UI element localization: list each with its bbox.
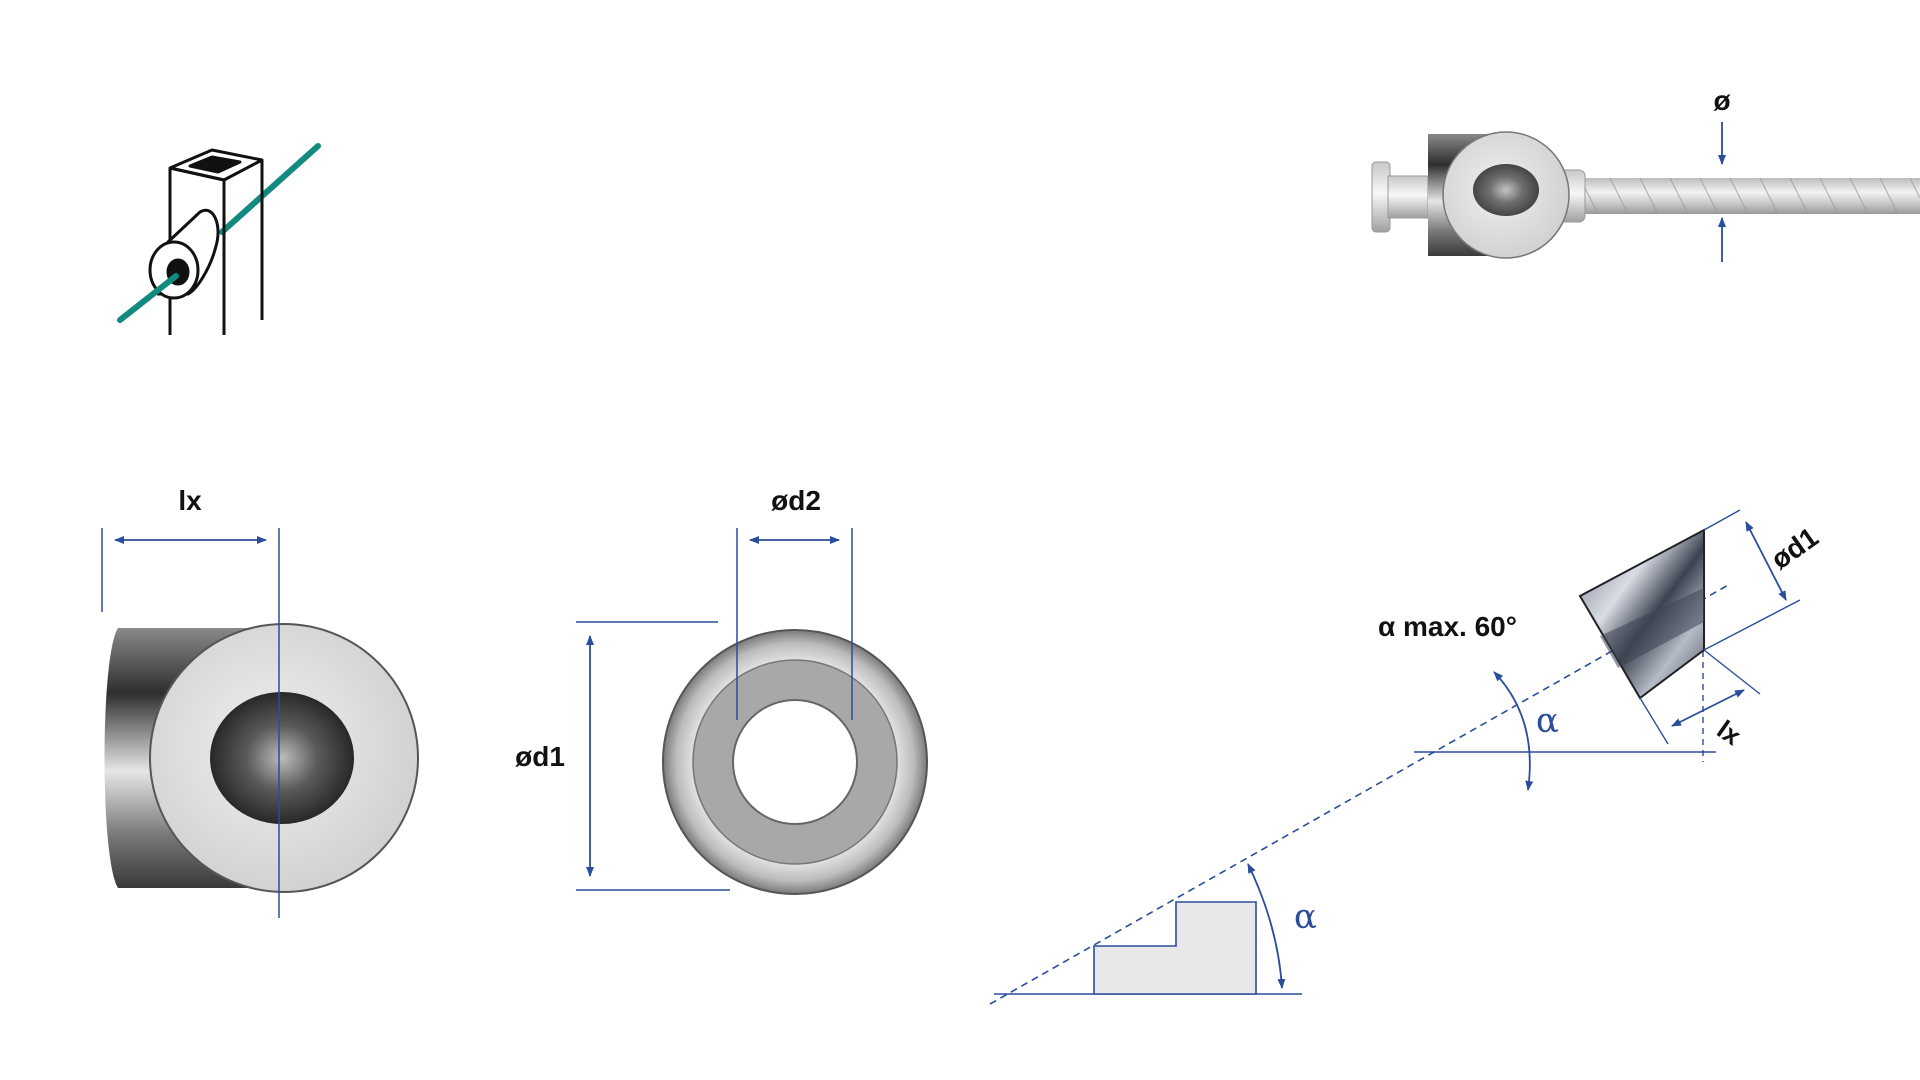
alpha-label-upper: α [1536,701,1559,741]
side-view: lx [101,485,419,918]
lx-angled-label: lx [1712,714,1747,751]
d1-angled-extension-bottom [1703,599,1801,651]
side-view-hole [210,692,354,824]
lx-angled-extension-left [1639,697,1669,745]
product-photo-sleeve-on-cable: ø [1371,85,1920,262]
alpha-max-label: α max. 60° [1378,611,1517,642]
end-cap-neck [1387,175,1429,219]
cable-axis-dashed [989,583,1731,1005]
lx-angled-extension-right [1703,649,1761,695]
front-view: ød2 ød1 [515,485,928,895]
diameter-label: ø [1713,85,1730,116]
alpha-arc-upper [1493,671,1534,791]
angle-diagram: α α α max. 60° ød1 lx [989,509,1824,1005]
d1-angled-arrow [1745,521,1787,601]
end-cap [1371,161,1391,233]
front-view-bore [732,699,858,825]
stepped-block [1093,901,1257,995]
alpha-label-lower: α [1294,897,1317,937]
post-top-hole [188,155,242,174]
d2-label: ød2 [771,485,821,516]
lx-angled-arrow [1671,689,1745,727]
d1-angled-label: ød1 [1765,521,1824,575]
lx-label: lx [178,485,202,516]
cable-line-lower [117,273,179,323]
d1-angled-extension-top [1703,509,1741,531]
cable-line-upper [219,143,321,235]
alpha-arc-lower [1247,863,1286,989]
d1-label: ød1 [515,741,565,772]
sleeve-photo-hole [1473,164,1539,216]
angled-sleeve-bore [1600,588,1704,668]
post-front-edge [169,166,225,182]
wire-rope-strands [1579,177,1920,215]
post-with-angled-sleeve-icon [117,143,321,335]
